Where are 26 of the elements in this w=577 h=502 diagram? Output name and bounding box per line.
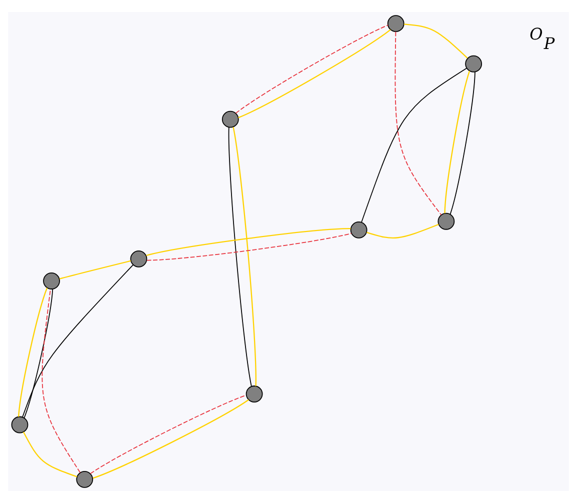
node-circle: [438, 212, 455, 230]
node-circle: [76, 470, 94, 488]
node-circle: [465, 54, 482, 72]
connector: [232, 126, 256, 386]
connector: [361, 67, 468, 222]
connector: [22, 431, 78, 477]
node-circle: [11, 416, 28, 433]
connector: [404, 23, 468, 58]
connector: [444, 70, 470, 213]
connector: [146, 228, 351, 256]
connector: [394, 30, 442, 215]
node-circle: [130, 250, 148, 267]
connector: [22, 264, 134, 418]
connector: [42, 288, 81, 473]
connector: [450, 71, 476, 214]
connector: [146, 232, 352, 260]
connector: [18, 287, 48, 416]
connector: [59, 260, 131, 279]
connector: [366, 223, 439, 238]
connector: [228, 126, 252, 386]
node-circle: [246, 385, 263, 402]
node-circle: [43, 272, 60, 289]
node-circle: [222, 110, 239, 128]
node-circle: [387, 14, 404, 32]
node-circle: [350, 220, 368, 238]
connector: [24, 288, 54, 418]
